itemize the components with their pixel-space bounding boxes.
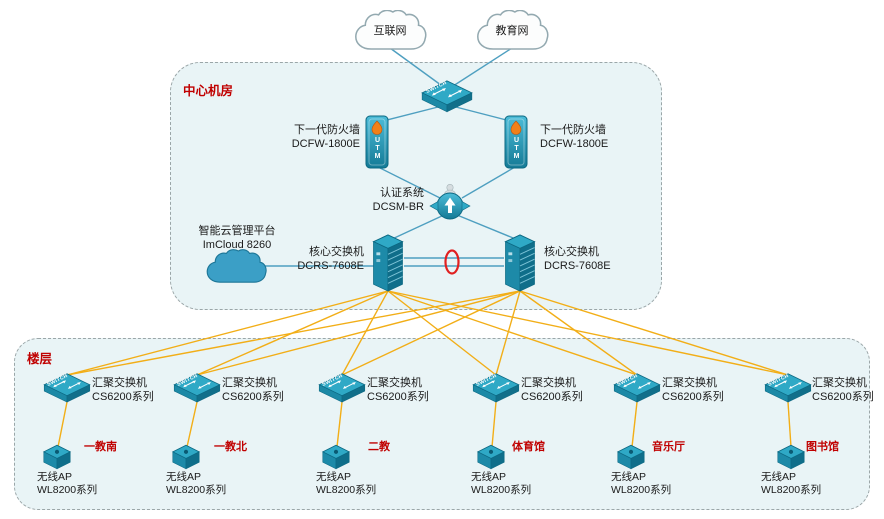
firewall-right-label: 下一代防火墙 DCFW-1800E xyxy=(540,123,652,151)
device-name-text: 核心交换机 xyxy=(544,246,599,258)
location-label-6: 图书馆 xyxy=(806,441,839,453)
device-name-text: 无线AP xyxy=(316,471,352,483)
device-model-text: DCFW-1800E xyxy=(540,138,609,150)
device-name-text: 智能云管理平台 xyxy=(198,225,276,237)
device-model-text: WL8200系列 xyxy=(471,484,532,496)
ap-2-label: 无线AP WL8200系列 xyxy=(166,471,226,497)
device-name-text: 下一代防火墙 xyxy=(540,124,606,136)
device-model-text: CS6200系列 xyxy=(521,391,583,403)
cloud-platform-label: 智能云管理平台 ImCloud 8260 xyxy=(171,224,303,252)
device-name-text: 无线AP xyxy=(471,471,507,483)
core-switch-left-icon xyxy=(372,234,404,292)
internet-cloud-label: 互联网 xyxy=(373,25,407,37)
device-name-text: 认证系统 xyxy=(380,187,424,199)
device-model-text: CS6200系列 xyxy=(92,391,154,403)
access-lines xyxy=(57,401,792,448)
device-model-text: DCFW-1800E xyxy=(291,138,360,150)
device-name-text: 汇聚交换机 xyxy=(662,377,717,389)
core-switch-left-label: 核心交换机 DCRS-7608E xyxy=(264,245,364,273)
device-name-text: 汇聚交换机 xyxy=(521,377,576,389)
device-model-text: WL8200系列 xyxy=(611,484,672,496)
floor-title: 楼层 xyxy=(27,352,53,366)
device-name-text: 汇聚交换机 xyxy=(222,377,277,389)
device-model-text: DCRS-7608E xyxy=(297,260,364,272)
location-label-2: 一教北 xyxy=(214,441,247,453)
device-name-text: 无线AP xyxy=(37,471,73,483)
ap-4-icon xyxy=(477,444,505,470)
ap-4-label: 无线AP WL8200系列 xyxy=(471,471,531,497)
device-name-text: 无线AP xyxy=(761,471,797,483)
core-switch-right-label: 核心交换机 DCRS-7608E xyxy=(544,245,644,273)
device-name-text: 汇聚交换机 xyxy=(812,377,867,389)
agg-switch-6-label: 汇聚交换机 CS6200系列 xyxy=(812,376,874,404)
device-model-text: WL8200系列 xyxy=(761,484,822,496)
agg-switch-4-label: 汇聚交换机 CS6200系列 xyxy=(521,376,583,404)
auth-system-icon xyxy=(429,183,471,220)
agg-switch-1-label: 汇聚交换机 CS6200系列 xyxy=(92,376,154,404)
device-name-text: 汇聚交换机 xyxy=(367,377,422,389)
ap-3-icon xyxy=(322,444,350,470)
location-label-3: 二教 xyxy=(368,441,390,453)
ap-1-label: 无线AP WL8200系列 xyxy=(37,471,97,497)
ap-6-label: 无线AP WL8200系列 xyxy=(761,471,821,497)
ap-5-icon xyxy=(617,444,645,470)
device-name-text: 汇聚交换机 xyxy=(92,377,147,389)
device-model-text: CS6200系列 xyxy=(367,391,429,403)
location-label-5: 音乐厅 xyxy=(652,441,685,453)
device-name-text: 核心交换机 xyxy=(309,246,364,258)
device-model-text: CS6200系列 xyxy=(222,391,284,403)
location-label-1: 一教南 xyxy=(84,441,117,453)
utm-text-left: UTM xyxy=(374,137,381,161)
ap-3-label: 无线AP WL8200系列 xyxy=(316,471,376,497)
floor-zone xyxy=(14,338,870,510)
device-name-text: 无线AP xyxy=(166,471,202,483)
ap-1-icon xyxy=(43,444,71,470)
device-model-text: ImCloud 8260 xyxy=(202,239,272,251)
core-switch-right-icon xyxy=(504,234,536,292)
uplink-lines xyxy=(254,47,519,267)
device-model-text: DCRS-7608E xyxy=(544,260,611,272)
distribution-lines xyxy=(66,290,789,376)
device-model-text: CS6200系列 xyxy=(662,391,724,403)
device-model-text: CS6200系列 xyxy=(812,391,874,403)
center-room-title: 中心机房 xyxy=(183,84,234,98)
device-model-text: WL8200系列 xyxy=(37,484,98,496)
device-model-text: WL8200系列 xyxy=(166,484,227,496)
imcloud-platform-icon xyxy=(206,249,267,283)
ap-6-icon xyxy=(777,444,805,470)
education-cloud-label: 教育网 xyxy=(495,25,529,37)
agg-switch-5-label: 汇聚交换机 CS6200系列 xyxy=(662,376,724,404)
device-name-text: 下一代防火墙 xyxy=(294,124,360,136)
switch-icon-text: SWITCH SWITCH SWITCH SWITCH SWITCH SWITC… xyxy=(46,80,790,388)
ap-2-icon xyxy=(172,444,200,470)
utm-text-right: UTM xyxy=(513,137,520,161)
ap-5-label: 无线AP WL8200系列 xyxy=(611,471,671,497)
agg-switch-2-label: 汇聚交换机 CS6200系列 xyxy=(222,376,284,404)
device-name-text: 无线AP xyxy=(611,471,647,483)
core-link-highlight-oval xyxy=(444,249,460,275)
device-model-text: WL8200系列 xyxy=(316,484,377,496)
auth-system-label: 认证系统 DCSM-BR xyxy=(334,186,424,214)
location-label-4: 体育馆 xyxy=(512,441,545,453)
firewall-left-label: 下一代防火墙 DCFW-1800E xyxy=(248,123,360,151)
device-model-text: DCSM-BR xyxy=(372,201,424,213)
agg-switch-3-label: 汇聚交换机 CS6200系列 xyxy=(367,376,429,404)
